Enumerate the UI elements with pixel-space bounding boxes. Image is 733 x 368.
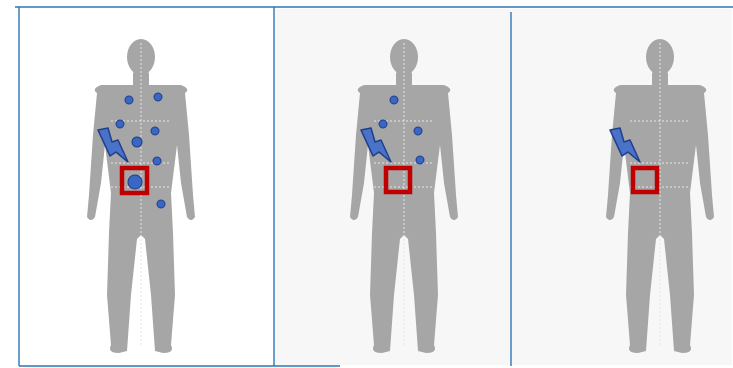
lesion-dot bbox=[132, 137, 142, 147]
lesion-dot bbox=[414, 127, 422, 135]
lesion-dot bbox=[125, 96, 133, 104]
lesion-dot bbox=[379, 120, 387, 128]
lesion-dot bbox=[153, 157, 161, 165]
lesion-dot bbox=[416, 156, 424, 164]
lesion-dot bbox=[116, 120, 124, 128]
lesion-dot bbox=[128, 175, 142, 189]
panel-background bbox=[512, 9, 732, 365]
lesion-dot bbox=[390, 96, 398, 104]
lesion-dot bbox=[154, 93, 162, 101]
lesion-dot bbox=[157, 200, 165, 208]
lesion-dot bbox=[151, 127, 159, 135]
